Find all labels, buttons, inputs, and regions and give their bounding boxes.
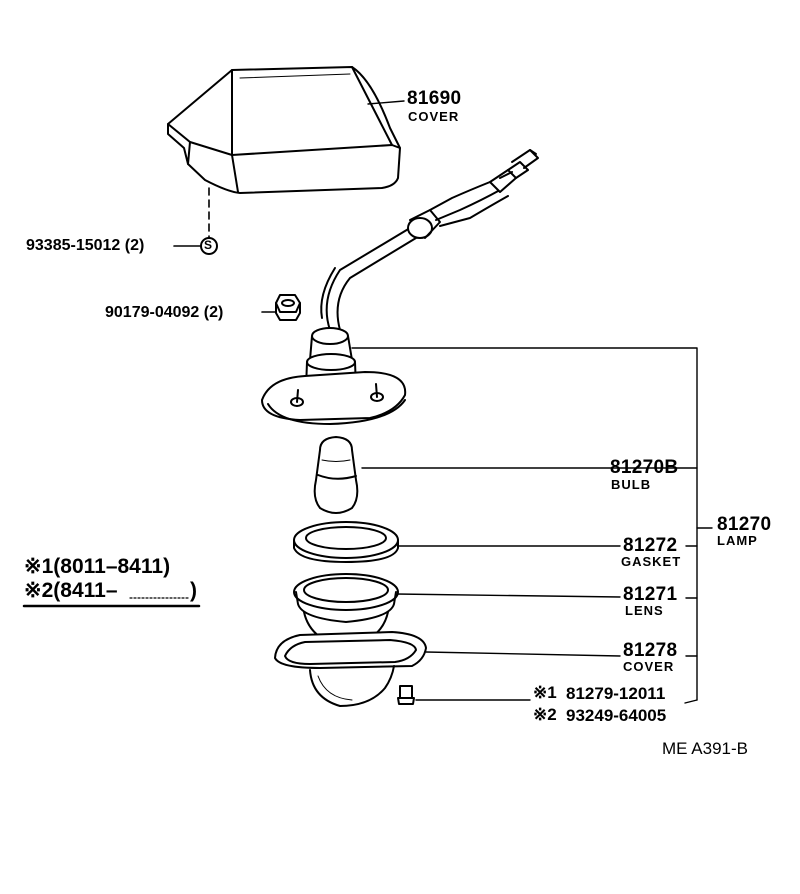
note-line-2-close: ) — [190, 579, 197, 602]
nut-part — [261, 294, 301, 321]
bottom-cover-part — [274, 631, 427, 707]
bulb-part — [313, 436, 359, 514]
wire-harness — [320, 149, 539, 331]
cover-bottom-number: 81278 — [623, 640, 678, 661]
lens-number: 81271 — [623, 584, 678, 605]
lens-name: LENS — [625, 603, 664, 618]
lamp-socket-part — [261, 327, 407, 425]
gasket-part — [293, 521, 399, 563]
small-screw-part — [397, 685, 415, 705]
note-line-1: ※1(8011–8411) — [24, 555, 171, 578]
gasket-name: GASKET — [621, 554, 682, 569]
lamp-number: 81270 — [717, 514, 772, 535]
nut-ref: 90179-04092 (2) — [105, 304, 224, 321]
cover-bottom-name: COVER — [623, 659, 675, 674]
screw-ref: 93385-15012 (2) — [26, 237, 145, 254]
cover-top-name: COVER — [408, 109, 460, 124]
diagram-code: ME A391-B — [662, 739, 748, 758]
screw-alt2-mark: ※2 — [533, 705, 557, 724]
screw-alt2-number: 93249-64005 — [566, 706, 667, 725]
lamp-name: LAMP — [717, 533, 758, 548]
bulb-name: BULB — [611, 477, 652, 492]
screw-alt1-mark: ※1 — [533, 683, 557, 702]
gasket-number: 81272 — [623, 535, 678, 556]
screw-symbol: S — [204, 238, 213, 252]
cover-top-number: 81690 — [407, 88, 462, 109]
top-cover-part — [167, 66, 401, 194]
screw-alt1-number: 81279-12011 — [566, 684, 666, 703]
leader-lines — [351, 100, 713, 704]
bulb-number: 81270B — [610, 457, 679, 478]
note-line-2: ※2(8411– — [24, 579, 118, 602]
